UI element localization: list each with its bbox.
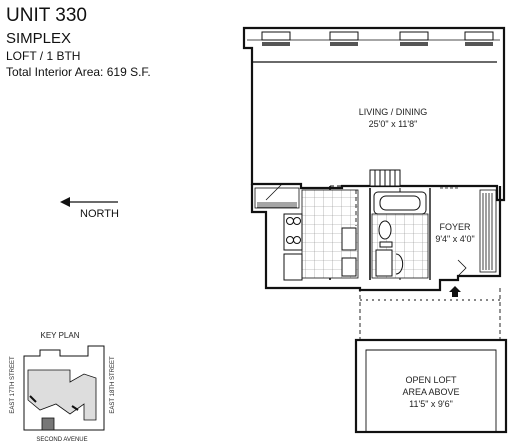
key-plan-street-bottom: SECOND AVENUE bbox=[36, 437, 87, 443]
kitchen-appliances bbox=[283, 213, 357, 281]
total-area: Total Interior Area: 619 S.F. bbox=[6, 65, 151, 79]
foyer-dims: 9'4" x 4'0" bbox=[435, 234, 474, 244]
loft-label-2: AREA ABOVE bbox=[402, 387, 459, 397]
loft-area bbox=[354, 338, 508, 434]
unit-layout: LOFT / 1 BTH bbox=[6, 49, 81, 63]
closet-shelving bbox=[254, 187, 497, 273]
entry-arrow-icon bbox=[449, 286, 461, 297]
key-plan: KEY PLAN EAST 17TH STREET EAST 18TH STRE… bbox=[10, 331, 116, 443]
unit-title: UNIT 330 bbox=[6, 5, 87, 26]
north-arrow-icon bbox=[60, 197, 118, 207]
living-dining-dims: 25'0" x 11'8" bbox=[369, 119, 418, 129]
loft-label-1: OPEN LOFT bbox=[405, 375, 457, 385]
key-plan-title: KEY PLAN bbox=[41, 331, 80, 340]
bath-fixtures bbox=[373, 191, 427, 277]
windows bbox=[261, 31, 494, 46]
loft-dims: 11'5" x 9'6" bbox=[409, 399, 453, 409]
key-plan-street-left: EAST 17TH STREET bbox=[10, 356, 16, 414]
stair-steps bbox=[369, 169, 401, 187]
door-swings bbox=[265, 183, 467, 277]
key-plan-street-right: EAST 18TH STREET bbox=[110, 356, 116, 414]
north-label: NORTH bbox=[80, 208, 119, 220]
living-dining-label: LIVING / DINING bbox=[359, 107, 428, 117]
unit-type: SIMPLEX bbox=[6, 30, 72, 47]
foyer-label: FOYER bbox=[439, 222, 471, 232]
